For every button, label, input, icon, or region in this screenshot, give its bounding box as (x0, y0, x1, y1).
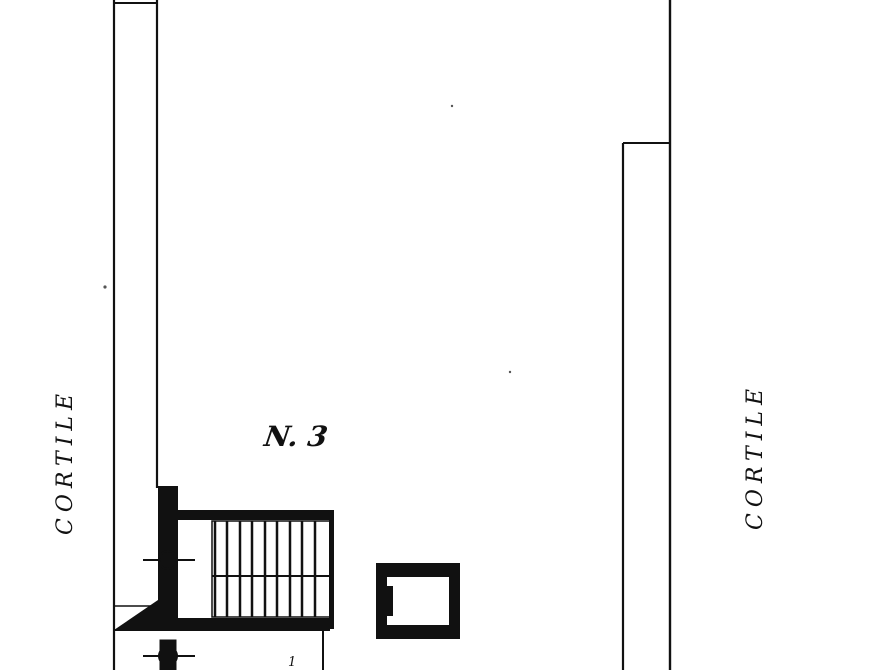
pillar-marks (143, 550, 195, 670)
right-wall (621, 0, 672, 670)
stair-treads (213, 521, 317, 617)
small-mark-label: 1 (288, 655, 296, 670)
staircase (114, 486, 334, 670)
shaft-box (376, 563, 460, 639)
paper-specks (103, 104, 512, 374)
left-wall (112, 0, 159, 670)
courtyard-left-label: CORTILE (53, 388, 78, 535)
courtyard-right-label: CORTILE (743, 383, 768, 530)
wall-wedge (114, 600, 178, 630)
room-number-label: N. 3 (261, 420, 329, 453)
